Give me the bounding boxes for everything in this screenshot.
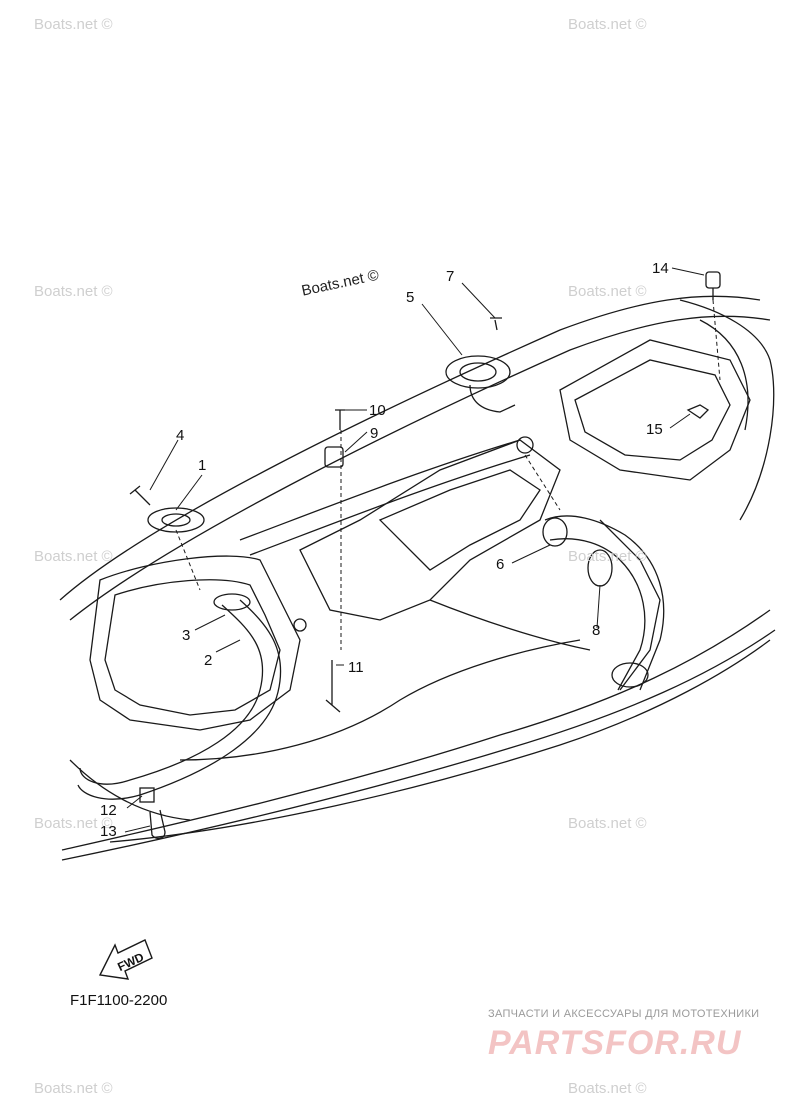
- watermark: Boats.net ©: [568, 1080, 647, 1097]
- callout-1: 1: [198, 457, 207, 474]
- part-9-clip: [324, 446, 344, 468]
- part-1-flange-inner: [161, 513, 191, 527]
- watermark: Boats.net ©: [34, 1080, 113, 1097]
- brand-logo: PARTSFOR.RU: [488, 1024, 742, 1062]
- diagram-code: F1F1100-2200: [70, 992, 168, 1009]
- callout-13: 13: [100, 823, 117, 840]
- part-14-plug: [705, 271, 721, 289]
- fwd-arrow: [98, 939, 153, 980]
- alignment-lines: [175, 299, 721, 650]
- part-3-clamp: [213, 593, 251, 611]
- callout-15: 15: [646, 421, 663, 438]
- callout-4: 4: [176, 427, 185, 444]
- callout-9: 9: [370, 425, 379, 442]
- hull-outline: [59, 295, 776, 861]
- watermark: Boats.net ©: [568, 283, 647, 300]
- part-15-clip: [686, 404, 710, 419]
- part-5-cover: [445, 355, 511, 389]
- callout-11: 11: [348, 659, 364, 676]
- part-4-screw: [129, 485, 151, 506]
- watermark: Boats.net ©: [34, 283, 113, 300]
- callout-10: 10: [369, 402, 386, 419]
- callout-6: 6: [496, 556, 505, 573]
- part-12-clip: [139, 787, 155, 803]
- part-7-screw: [490, 317, 502, 331]
- callout-5: 5: [406, 289, 415, 306]
- watermark: Boats.net ©: [568, 815, 647, 832]
- part-1-flange: [147, 507, 205, 533]
- watermark: Boats.net ©: [34, 16, 113, 33]
- callout-8: 8: [592, 622, 601, 639]
- callout-14: 14: [652, 260, 669, 277]
- brand-tagline: ЗАПЧАСТИ И АКСЕССУАРЫ ДЛЯ МОТОТЕХНИКИ: [488, 1008, 760, 1020]
- part-2-hose: [79, 604, 264, 785]
- callout-7: 7: [446, 268, 455, 285]
- watermark: Boats.net ©: [568, 16, 647, 33]
- watermark: Boats.net ©: [568, 548, 647, 565]
- part-10-rivet: [335, 409, 345, 430]
- callout-12: 12: [100, 802, 117, 819]
- part-13-bracket: [149, 809, 166, 840]
- watermark: Boats.net ©: [34, 548, 113, 565]
- watermark: Boats.net ©: [34, 815, 113, 832]
- parts: [77, 271, 721, 840]
- callout-3: 3: [182, 627, 191, 644]
- leader-lines: [124, 267, 705, 833]
- part-11-fitting: [325, 660, 341, 713]
- callout-2: 2: [204, 652, 213, 669]
- part-6-hose: [544, 515, 665, 691]
